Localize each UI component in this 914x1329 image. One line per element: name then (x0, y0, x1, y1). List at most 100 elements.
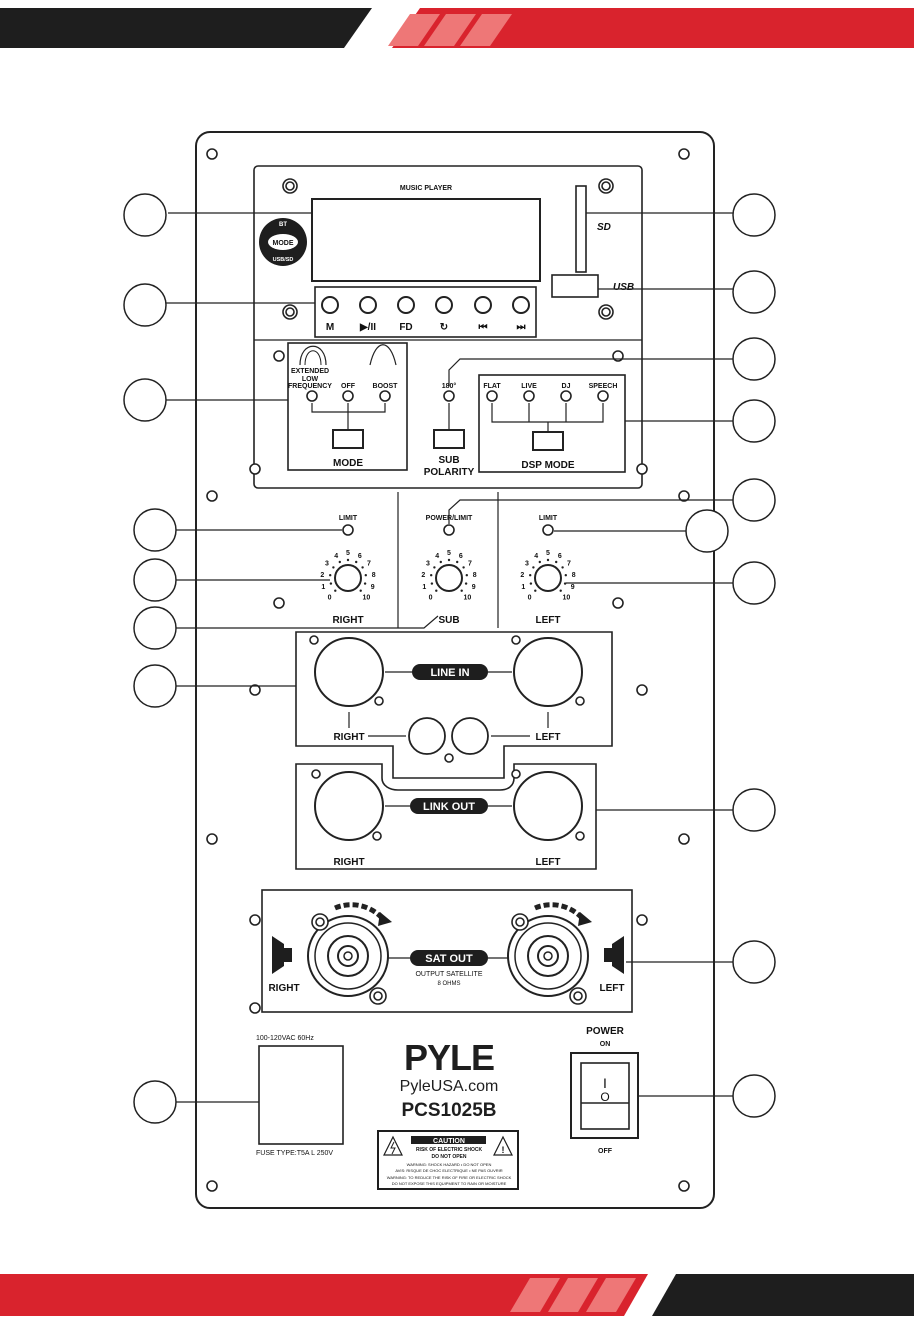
fuse-label: FUSE TYPE:T5A L 250V (256, 1150, 333, 1157)
top-banner (0, 0, 914, 50)
knob-tick-dot (363, 582, 367, 585)
link-out-label: LINK OUT (423, 801, 475, 813)
rca-left-jack[interactable] (451, 717, 489, 755)
right-limit-label: LIMIT (339, 515, 358, 522)
dsp-mode-button[interactable] (532, 431, 564, 451)
link-out-right-label: RIGHT (333, 857, 364, 868)
lf-option-frequency: FREQUENCY (288, 383, 332, 390)
link-out-left-label: LEFT (536, 857, 561, 868)
lf-option-extended: EXTENDED (291, 368, 329, 375)
repeat-button[interactable] (435, 296, 453, 314)
knob-tick-dot (329, 582, 333, 585)
sat-out-right-label: RIGHT (268, 983, 299, 994)
line-in-left-label: LEFT (536, 732, 561, 743)
knob-tick-dot (460, 589, 463, 592)
left-limit-label: LIMIT (539, 515, 558, 522)
knob-tick-dot (532, 566, 535, 569)
left-knob-body[interactable] (534, 564, 562, 592)
knob-tick-dot (364, 574, 367, 577)
knob-scale-label: 5 (447, 550, 451, 557)
knob-scale-label: 0 (328, 594, 332, 601)
sd-card-slot[interactable] (575, 185, 587, 273)
right-speaker-icon (272, 936, 292, 974)
knob-tick-dot (359, 589, 362, 592)
usb-port[interactable] (551, 274, 599, 298)
callout-right-knob (133, 558, 177, 602)
fuse-holder[interactable] (258, 1045, 344, 1145)
link-out-left-jack[interactable] (513, 771, 583, 841)
knob-scale-label: 2 (320, 572, 324, 579)
dsp-speech-led (597, 390, 609, 402)
fd-label: FD (399, 322, 412, 333)
previous-button[interactable] (474, 296, 492, 314)
callout-sub-power-led (732, 478, 776, 522)
knob-scale-label: 5 (546, 550, 550, 557)
callout-display (123, 193, 167, 237)
knob-scale-label: 6 (459, 553, 463, 560)
line-in-right-jack[interactable] (314, 637, 384, 707)
right-speakon-jack[interactable] (307, 902, 392, 1005)
sub-polarity-button[interactable] (433, 429, 465, 449)
knob-tick-dot (430, 574, 433, 577)
knob-tick-dot (338, 560, 341, 564)
knob-tick-dot (529, 582, 533, 585)
callout-dsp (732, 399, 776, 443)
lcd-display (311, 198, 541, 282)
dsp-option-dj: DJ (562, 383, 571, 390)
power-off-label: OFF (598, 1148, 613, 1155)
next-button[interactable] (512, 296, 530, 314)
callout-sd (732, 193, 776, 237)
mode-knob[interactable]: BT MODE USB/SD (259, 218, 307, 266)
knob-tick-dot (465, 574, 468, 577)
callout-sub-knob (133, 606, 177, 650)
model-number: PCS1025B (401, 1100, 496, 1121)
callout-left-limit (685, 509, 729, 553)
dsp-option-live: LIVE (521, 383, 537, 390)
left-limit-led (542, 524, 554, 536)
link-out-right-jack[interactable] (314, 771, 384, 841)
callout-power-switch (732, 1074, 776, 1118)
sub-knob-body[interactable] (435, 564, 463, 592)
left-knob-label: LEFT (536, 615, 561, 626)
right-knob-body[interactable] (334, 564, 362, 592)
sat-out-sub1: OUTPUT SATELLITE (415, 971, 482, 978)
exclamation-warning-icon (493, 1135, 513, 1156)
knob-tick-dot (464, 582, 468, 585)
sat-out-sub2: 8 OHMS (437, 981, 460, 987)
caution-title: CAUTION (433, 1138, 465, 1145)
knob-tick-dot (534, 589, 537, 592)
sd-label: SD (597, 222, 611, 233)
m-button[interactable] (321, 296, 339, 314)
callout-low-freq (123, 378, 167, 422)
lf-mode-button[interactable] (332, 429, 364, 449)
knob-scale-label: 5 (346, 550, 350, 557)
left-speakon-jack[interactable] (507, 902, 592, 1005)
lf-option-off: OFF (341, 383, 356, 390)
knob-tick-dot (435, 589, 438, 592)
fd-button[interactable] (397, 296, 415, 314)
svg-text:!: ! (502, 1145, 505, 1155)
right-limit-led (342, 524, 354, 536)
knob-tick-dot (561, 566, 564, 569)
knob-tick-dot (555, 560, 558, 564)
knob-tick-dot (355, 560, 358, 564)
line-in-badge (412, 664, 488, 680)
link-out-badge (410, 798, 488, 814)
knob-scale-label: 7 (567, 561, 571, 568)
knob-scale-label: 2 (520, 572, 524, 579)
power-switch[interactable]: I O (570, 1052, 639, 1139)
rca-right-jack[interactable] (408, 717, 446, 755)
line-in-right-label: RIGHT (333, 732, 364, 743)
pyle-logo: PYLE (404, 1037, 494, 1078)
dsp-option-flat: FLAT (483, 383, 501, 390)
m-label: M (326, 322, 334, 333)
play-pause-button[interactable] (359, 296, 377, 314)
sat-out-panel (261, 889, 633, 1013)
knob-scale-label: 8 (473, 572, 477, 579)
line-in-left-jack[interactable] (513, 637, 583, 707)
sub-polarity-line2: POLARITY (424, 467, 475, 478)
